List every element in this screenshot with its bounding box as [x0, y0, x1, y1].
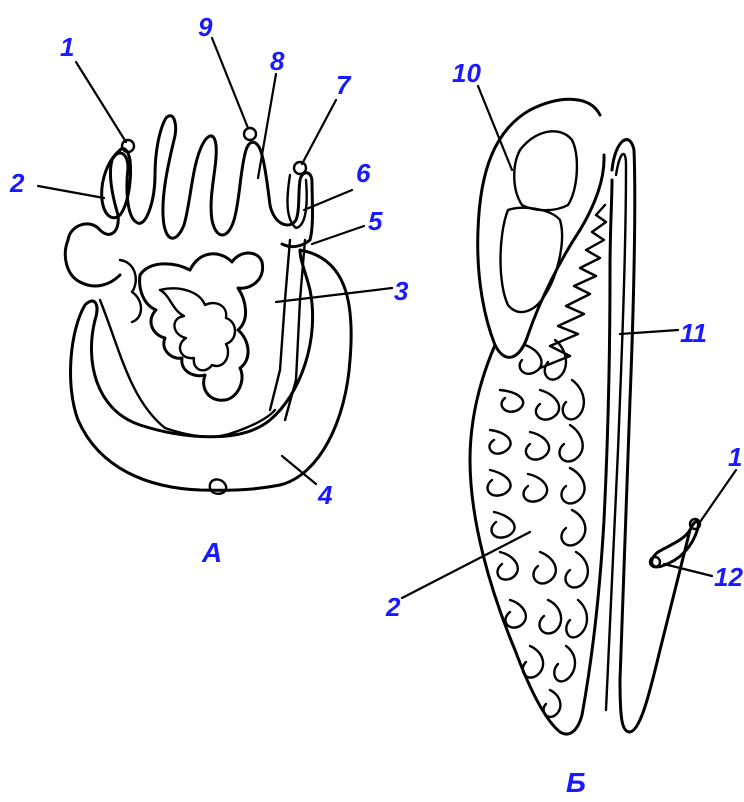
figure-a-outer-sac [71, 250, 352, 490]
figure-b-folds [488, 340, 588, 717]
label-a-3: 3 [394, 276, 409, 306]
label-b-12: 12 [714, 562, 743, 592]
figure-a-upper-knob [244, 128, 256, 140]
label-a-9: 9 [198, 12, 213, 42]
panel-label-b: Б [566, 767, 586, 798]
figure-b-vesicle-lower [501, 208, 563, 312]
figure-b-upper-loop [478, 99, 604, 357]
panel-label-a: А [201, 537, 222, 568]
leader-a-7 [302, 100, 336, 164]
figure-a-inner-tube [270, 240, 305, 420]
figure-b-long-tube [612, 140, 690, 732]
label-a-2: 2 [9, 168, 25, 198]
leader-a-1 [76, 62, 126, 142]
leader-b-1 [700, 470, 736, 522]
leader-a-5 [312, 226, 364, 244]
leader-a-2 [38, 186, 104, 198]
figure-a-central-folds [140, 253, 263, 400]
leader-a-9 [212, 38, 248, 128]
label-a-5: 5 [368, 206, 383, 236]
leader-b-11 [620, 330, 678, 334]
label-b-11: 11 [680, 318, 707, 348]
figure-b [470, 99, 700, 734]
leader-b-12 [664, 564, 712, 576]
label-a-4: 4 [317, 480, 333, 510]
label-b-2: 2 [385, 592, 401, 622]
label-b-1: 1 [728, 442, 742, 472]
figure-a-central-folds-inner [160, 288, 235, 370]
label-a-8: 8 [270, 46, 285, 76]
leader-b-2 [402, 532, 530, 598]
label-a-1: 1 [60, 32, 74, 62]
leader-a-8 [258, 74, 276, 178]
label-b-10: 10 [452, 58, 481, 88]
label-a-7: 7 [336, 70, 352, 100]
figure-a [65, 116, 351, 494]
figure-a-right-knob [294, 162, 306, 174]
leader-a-4 [282, 456, 316, 484]
leader-a-3 [276, 288, 392, 302]
leader-lines [38, 38, 736, 598]
figure-a-inner-base [100, 300, 275, 437]
label-a-6: 6 [356, 158, 371, 188]
figure-b-vesicle-upper [514, 131, 577, 210]
figure-a-central-folds-left [120, 260, 141, 322]
